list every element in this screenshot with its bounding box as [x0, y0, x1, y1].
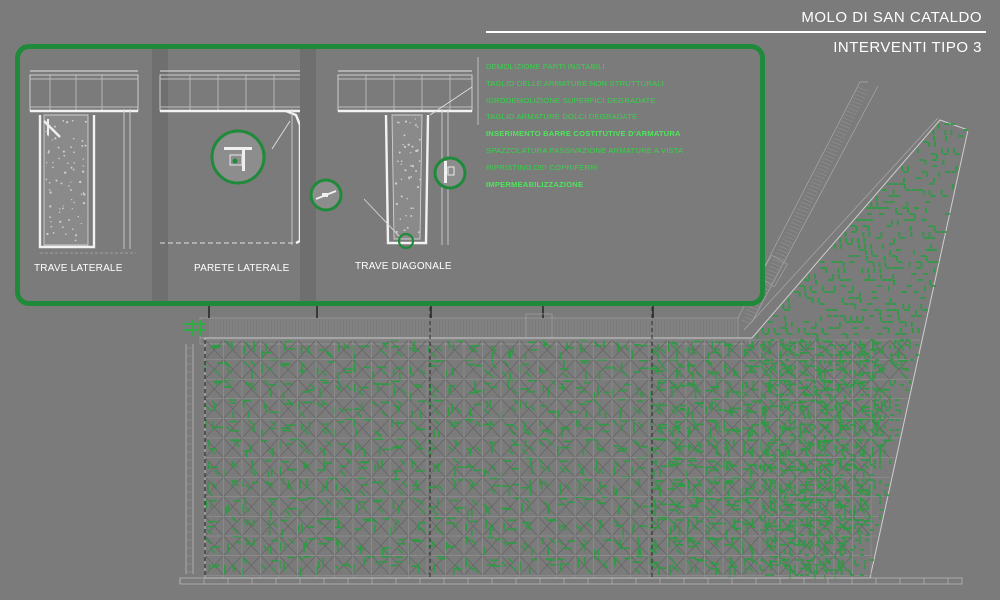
legend-item: TAGLIO DELLE ARMATURE NON STRUTTURALI — [486, 78, 665, 88]
caption-parete-laterale: PARETE LATERALE — [194, 263, 290, 274]
pier-ramp-hatch — [741, 87, 869, 325]
details-panel: TRAVE LATERALE PARETE LATERALE TRAVE DIA… — [15, 44, 765, 306]
legend-item: DEMOLIZIONE PARTI INSTABILI — [486, 62, 605, 71]
title-block: MOLO DI SAN CATALDO INTERVENTI TIPO 3 — [486, 8, 986, 58]
dimension-bar — [179, 577, 963, 585]
detail-zoom-circle — [210, 129, 266, 185]
legend-item: RIPRISTINO DEI COPRIFERRI — [486, 162, 599, 172]
pier-edge-strip — [199, 317, 739, 339]
pier-edge-hatch — [209, 319, 736, 337]
detail-zoom-circle-tiny — [397, 232, 415, 250]
section-details — [29, 49, 479, 301]
detail-zoom-circle-side — [433, 156, 467, 190]
pier-ramp — [737, 81, 939, 331]
legend-item: IMPERMEABILIZZAZIONE — [486, 179, 584, 189]
title-rule — [486, 31, 986, 33]
detail-zoom-circle-small — [309, 178, 343, 212]
legend-item: TAGLIO ARMATURE DOLCI DEGRADATE — [486, 112, 638, 122]
caption-trave-diagonale: TRAVE DIAGONALE — [355, 261, 452, 272]
dimension-ticks — [179, 578, 949, 584]
sheet-title: INTERVENTI TIPO 3 — [833, 39, 982, 56]
project-title: MOLO DI SAN CATALDO — [801, 9, 982, 26]
pier-left-wall-ticks — [186, 347, 193, 573]
detail-trave-laterale — [29, 70, 139, 254]
intervention-grid — [204, 123, 969, 579]
detail-trave-diagonale — [337, 70, 473, 245]
detail-parete-laterale — [152, 49, 316, 301]
legend-item: INSERIMENTO BARRE COSTITUTIVE D'ARMATURA — [486, 129, 681, 139]
concrete-fill — [45, 119, 87, 242]
ramp-kiosk — [758, 254, 788, 288]
north-symbol — [184, 320, 206, 336]
concrete-fill — [394, 118, 421, 236]
section-lines — [204, 300, 653, 580]
legend-item: IDRODEMOLIZIONE SUPERFICI DEGRADATE — [486, 95, 656, 105]
caption-trave-laterale: TRAVE LATERALE — [34, 263, 123, 274]
intervention-legend: DEMOLIZIONE PARTI INSTABILI TAGLIO DELLE… — [486, 59, 756, 193]
legend-item: SPAZZOLATURA PASSIVAZIONE ARMATURE A VIS… — [486, 145, 684, 155]
